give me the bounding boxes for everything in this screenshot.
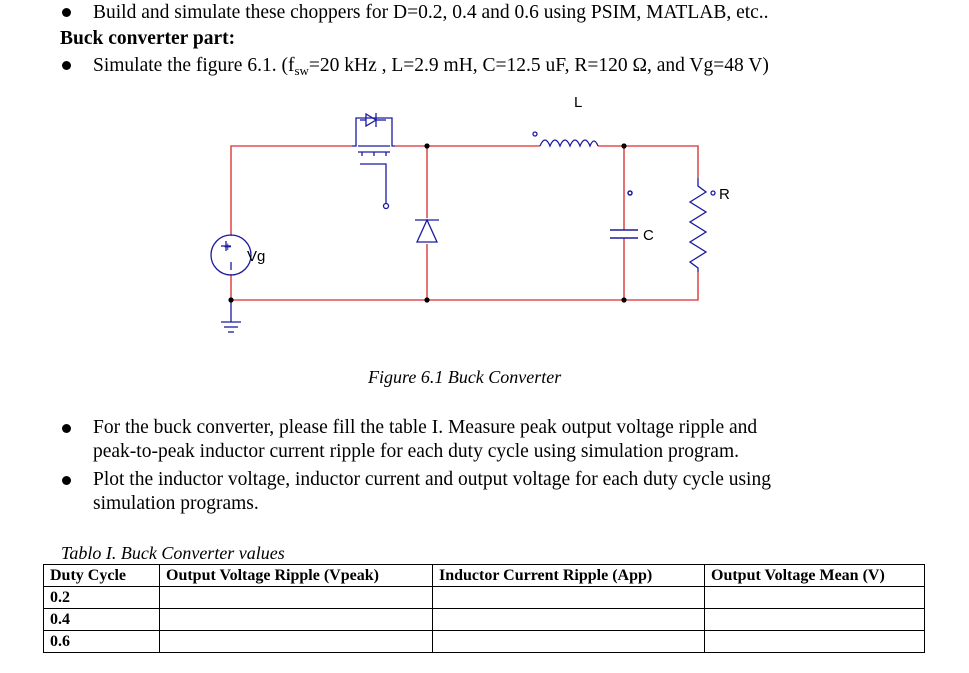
plot-task-line-2: simulation programs. [93, 493, 259, 514]
diode-icon [415, 218, 439, 243]
header-output-voltage-ripple: Output Voltage Ripple (Vpeak) [159, 564, 433, 587]
table-row: 0.6 [43, 630, 925, 653]
simulate-prefix: Simulate the figure 6.1. (f [93, 55, 295, 76]
table-header-row: Duty Cycle Output Voltage Ripple (Vpeak)… [43, 564, 925, 587]
ripple-v-cell[interactable] [159, 608, 433, 631]
simulate-subscript: sw [294, 63, 309, 78]
bullet-dot [62, 61, 71, 70]
ripple-i-cell[interactable] [432, 630, 705, 653]
bullet-dot [62, 8, 71, 17]
intro-bullet-text: Build and simulate these choppers for D=… [93, 2, 769, 23]
bullet-dot [62, 424, 71, 433]
inductor-icon [532, 131, 599, 148]
figure-caption: Figure 6.1 Buck Converter [368, 367, 562, 387]
ripple-v-cell[interactable] [159, 586, 433, 609]
duty-cycle-cell: 0.4 [43, 608, 160, 631]
resistor-icon [688, 178, 716, 272]
ripple-v-cell[interactable] [159, 630, 433, 653]
table-row: 0.4 [43, 608, 925, 631]
duty-cycle-cell: 0.6 [43, 630, 160, 653]
simulate-suffix: =20 kHz , L=2.9 mH, C=12.5 uF, R=120 Ω, … [308, 55, 769, 76]
source-polarity-label: + [224, 239, 232, 254]
header-duty-cycle: Duty Cycle [43, 564, 160, 587]
ripple-i-cell[interactable] [432, 608, 705, 631]
table-caption: Tablo I. Buck Converter values [61, 543, 285, 563]
capacitor-label: C [643, 227, 654, 244]
ground-icon [221, 300, 241, 333]
voltage-source-icon [210, 234, 252, 276]
switch-mosfet-icon [352, 112, 395, 210]
circuit-wires [230, 145, 699, 301]
plot-task-line-1: Plot the inductor voltage, inductor curr… [93, 469, 771, 490]
mean-v-cell[interactable] [704, 586, 925, 609]
resistor-label: R [719, 186, 730, 203]
table-row: 0.2 [43, 586, 925, 609]
bullet-dot [62, 476, 71, 485]
mean-v-cell[interactable] [704, 630, 925, 653]
source-label: Vg [247, 248, 265, 265]
inductor-label: L [574, 94, 582, 111]
buck-converter-values-table: Duty Cycle Output Voltage Ripple (Vpeak)… [43, 564, 925, 653]
mean-v-cell[interactable] [704, 608, 925, 631]
header-output-voltage-mean: Output Voltage Mean (V) [704, 564, 925, 587]
table-task-line-1: For the buck converter, please fill the … [93, 417, 758, 438]
header-inductor-current-ripple: Inductor Current Ripple (App) [432, 564, 705, 587]
circuit-nodes [228, 143, 627, 303]
table-task-line-2: peak-to-peak inductor current ripple for… [93, 441, 739, 462]
capacitor-icon [610, 190, 638, 239]
duty-cycle-cell: 0.2 [43, 586, 160, 609]
simulate-bullet-text: Simulate the figure 6.1. (fsw=20 kHz , L… [93, 54, 769, 83]
ripple-i-cell[interactable] [432, 586, 705, 609]
section-title: Buck converter part: [60, 28, 236, 49]
